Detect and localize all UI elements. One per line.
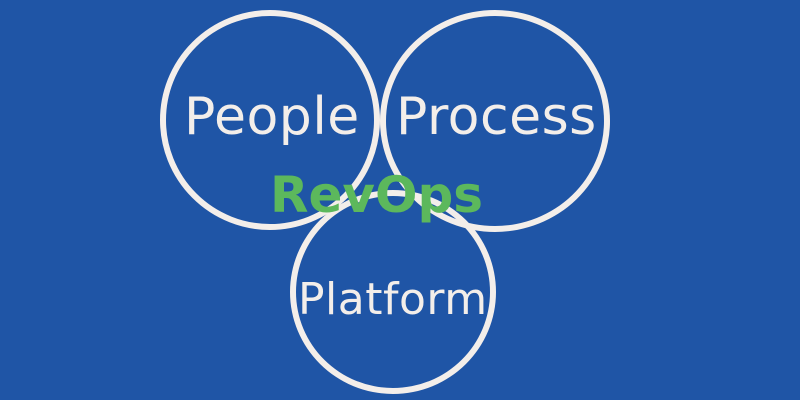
process-label: Process: [396, 87, 597, 147]
platform-circle: [290, 190, 496, 394]
process-circle: [380, 10, 610, 232]
people-label: People: [184, 87, 360, 147]
people-circle: [160, 10, 380, 230]
center-label: RevOps: [270, 166, 484, 224]
platform-label: Platform: [298, 274, 488, 325]
